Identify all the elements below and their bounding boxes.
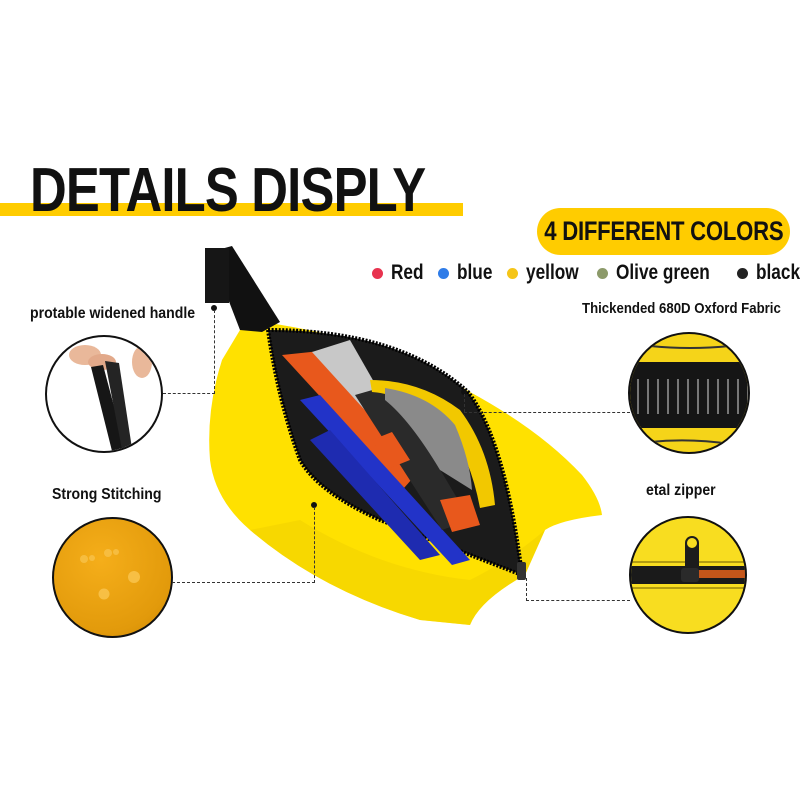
- metal-zipper-closeup-circle: [629, 516, 747, 634]
- red-dot-icon: [372, 267, 383, 279]
- color-swatch-list: Red blue yellow Olive green black: [372, 259, 800, 287]
- zipper-pull-icon: [631, 536, 745, 589]
- color-label: black: [756, 261, 800, 284]
- color-option-blue[interactable]: blue: [437, 261, 494, 285]
- fabric-connector-line: [464, 412, 630, 413]
- color-label: blue: [456, 261, 493, 284]
- handle-connector-pin: [211, 305, 217, 311]
- color-option-black[interactable]: black: [737, 261, 800, 285]
- zipper-pull: [517, 562, 526, 580]
- water-droplets-icon: [80, 549, 171, 636]
- zipper-teeth-icon: [630, 345, 748, 445]
- colors-badge: 4 DIFFERENT COLORS: [537, 208, 790, 255]
- color-label: Red: [391, 261, 424, 284]
- stitching-connector-pin: [311, 502, 317, 508]
- colors-badge-label: 4 DIFFERENT COLORS: [543, 216, 784, 246]
- metal-zipper-feature-label: etal zipper: [646, 482, 716, 499]
- stitching-connector-line: [172, 582, 315, 583]
- stitching-connector-line: [314, 507, 315, 583]
- stitching-closeup-circle: [52, 517, 173, 638]
- metal-zipper-connector-line: [526, 600, 630, 601]
- color-option-yellow[interactable]: yellow: [506, 261, 584, 285]
- handle-closeup-circle: [45, 335, 163, 453]
- color-label: yellow: [525, 261, 579, 284]
- handle-feature-label: protable widened handle: [30, 305, 196, 322]
- color-option-red[interactable]: Red: [372, 261, 425, 285]
- zipper-teeth-closeup-circle: [628, 332, 750, 454]
- page-title: DETAILS DISPLY: [30, 156, 426, 225]
- headline-underline-bar: [0, 203, 463, 216]
- handle-strap-icon: [69, 345, 152, 451]
- handle-connector-line: [214, 310, 215, 394]
- fabric-connector-pin: [461, 389, 467, 395]
- metal-zipper-connector-line: [526, 578, 527, 601]
- yellow-dot-icon: [506, 267, 518, 279]
- black-dot-icon: [737, 267, 749, 279]
- blue-dot-icon: [437, 267, 449, 279]
- fabric-note: Thickended 680D Oxford Fabric: [582, 300, 781, 317]
- handle-connector-line: [163, 393, 215, 394]
- olive-dot-icon: [597, 267, 609, 279]
- fabric-connector-line: [464, 394, 465, 412]
- color-label: Olive green: [616, 261, 710, 284]
- stitching-feature-label: Strong Stitching: [52, 486, 162, 503]
- tool-pouch-image: [205, 246, 602, 625]
- color-option-olive-green[interactable]: Olive green: [597, 261, 724, 285]
